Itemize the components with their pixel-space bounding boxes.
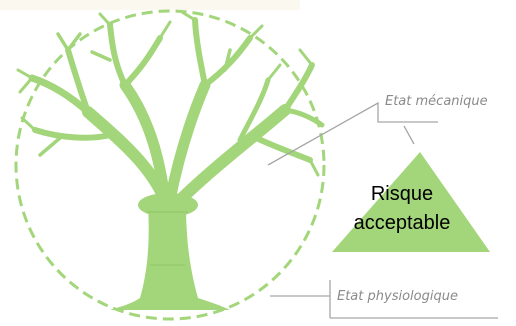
branch-right-low bbox=[247, 132, 313, 163]
tree-trunk bbox=[110, 205, 230, 310]
twig-left-2 bbox=[66, 32, 82, 52]
twig-center-1 bbox=[98, 12, 112, 27]
triangle-label-line-2: acceptable bbox=[353, 212, 451, 234]
twig-left-5 bbox=[38, 136, 62, 157]
callout-line-physiological bbox=[270, 280, 331, 318]
acceptable-risk-triangle bbox=[332, 152, 490, 252]
branch-center-right bbox=[164, 79, 211, 206]
label-mechanical-state: Etat mécanique bbox=[385, 94, 488, 109]
branch-right-mid bbox=[237, 77, 271, 143]
branch-left-low bbox=[32, 127, 113, 141]
twig-center-5 bbox=[248, 24, 264, 40]
branch-right-up bbox=[282, 62, 315, 113]
callout-line-mechanical bbox=[267, 101, 438, 166]
twig-center-3 bbox=[90, 50, 112, 62]
twig-center-2 bbox=[158, 20, 172, 40]
top-strip-background bbox=[0, 0, 300, 10]
branch-left-outer bbox=[28, 74, 92, 116]
twig-left-4 bbox=[16, 68, 34, 80]
twig-center-4 bbox=[180, 10, 197, 22]
branch-center-left-right bbox=[122, 35, 163, 88]
twig-right-3 bbox=[266, 63, 282, 82]
tree-illustration bbox=[16, 10, 325, 211]
twig-center-6 bbox=[223, 48, 232, 72]
branch-left-up bbox=[65, 47, 91, 115]
triangle-label-line-1: Risque bbox=[370, 183, 434, 205]
twig-left-1 bbox=[56, 32, 70, 52]
branch-right-main bbox=[169, 104, 291, 211]
callout-pointer-triangle bbox=[403, 125, 415, 145]
twig-left-3 bbox=[18, 76, 34, 94]
label-physiological-state: Etat physiologique bbox=[337, 289, 458, 304]
branch-center-left bbox=[119, 79, 171, 206]
twig-right-2 bbox=[308, 158, 320, 177]
branch-center-right-up bbox=[192, 17, 208, 88]
branch-right-out bbox=[282, 107, 325, 128]
branch-center-left-up bbox=[107, 22, 128, 88]
triangle-label: Risque acceptable bbox=[332, 180, 472, 238]
twig-right-1 bbox=[298, 48, 314, 67]
trunk-top bbox=[138, 193, 198, 217]
dashed-boundary-circle bbox=[14, 9, 326, 321]
branch-center-right-out bbox=[202, 35, 253, 88]
twig-left-6 bbox=[20, 116, 37, 132]
